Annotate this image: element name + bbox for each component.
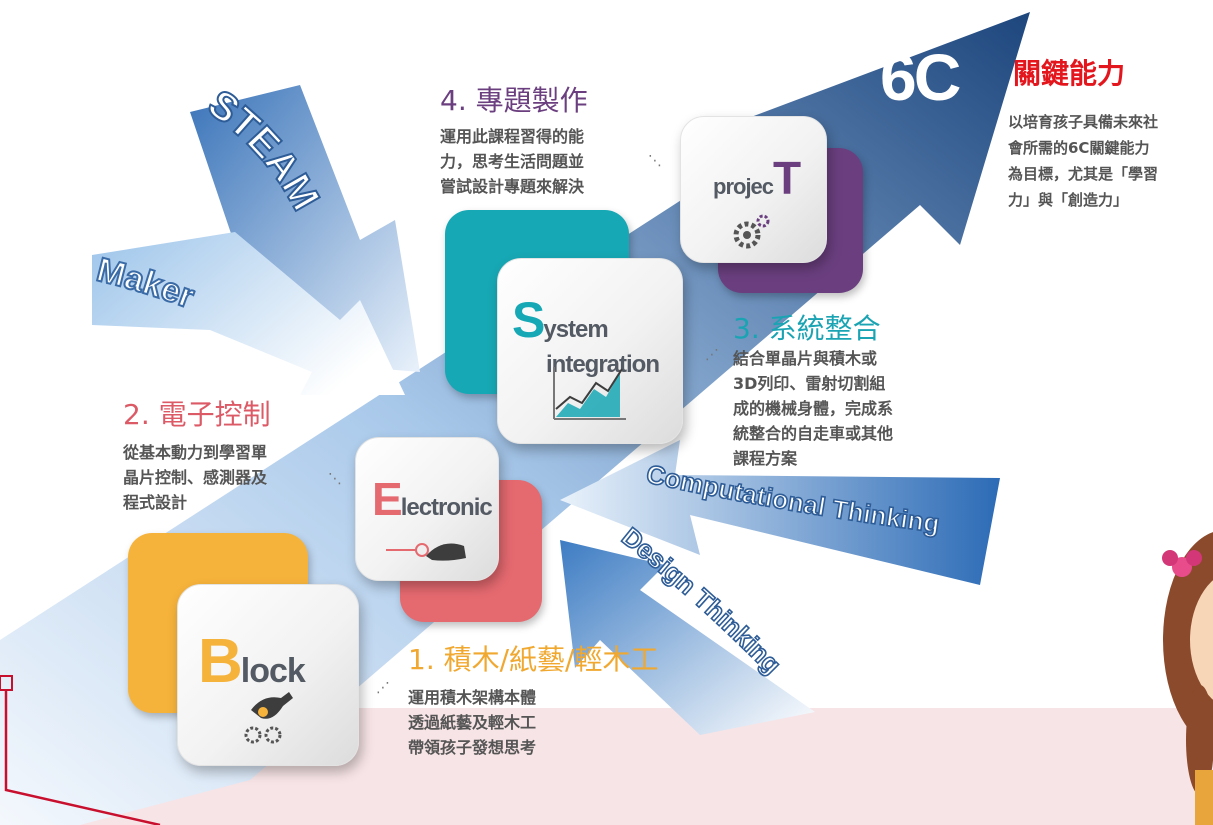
six-c-label: 6C	[880, 40, 960, 114]
steam-arrow	[190, 85, 420, 372]
step2-description: 從基本動力到學習單 晶片控制、感測器及 程式設計	[123, 440, 267, 515]
system-tile: System integration	[497, 258, 683, 444]
system-initial: S	[512, 292, 545, 348]
goal-line: 力」與「創造力」	[1008, 191, 1129, 209]
electronic-tile-word: Electronic	[372, 468, 493, 530]
step4-line: 嘗試設計專題來解決	[440, 177, 585, 196]
step4-dots: ⋱	[648, 153, 664, 169]
step4-line: 運用此課程習得的能	[440, 127, 585, 146]
red-frame-tab	[0, 675, 13, 691]
electronic-word-rest: lectronic	[400, 494, 493, 521]
goal-line: 為目標，尤其是「學習	[1008, 165, 1159, 183]
step1-heading: 1. 積木/紙藝/輕木工	[408, 643, 659, 676]
step1-line: 帶領孩子發想思考	[408, 738, 537, 757]
block-initial: B	[198, 627, 243, 696]
step2-dots: ⋱	[328, 471, 344, 487]
red-frame-line	[4, 690, 161, 825]
design-thinking-arrow	[560, 540, 815, 735]
goal-description: 以培育孩子具備未來社 會所需的6C關鍵能力 為目標，尤其是「學習 力」與「創造力…	[1008, 109, 1158, 213]
step3-description: 結合單晶片與積木或 3D列印、雷射切割組 成的機械身體，完成系 統整合的自走車或…	[733, 346, 893, 471]
maker-arrow	[92, 232, 405, 395]
step3-dots: ⋰	[705, 347, 721, 363]
step1-description: 運用積木架構本體 透過紙藝及輕木工 帶領孩子發想思考	[408, 685, 536, 760]
step1-line: 運用積木架構本體	[408, 688, 537, 707]
computational-thinking-arrow	[560, 440, 1000, 585]
step4-description: 運用此課程習得的能 力，思考生活問題並 嘗試設計專題來解決	[440, 124, 584, 199]
goal-title: 關鍵能力	[1013, 57, 1126, 90]
step3-line: 統整合的自走車或其他	[733, 424, 894, 443]
project-tile: projecT	[680, 116, 827, 263]
system-word-rest: ystem	[543, 316, 608, 343]
step1-line: 透過紙藝及輕木工	[408, 713, 537, 732]
step3-line: 結合單晶片與積木或	[733, 349, 878, 368]
goal-line: 以培育孩子具備未來社	[1008, 113, 1159, 131]
step2-line: 從基本動力到學習單	[123, 443, 268, 462]
step3-line: 課程方案	[733, 449, 798, 468]
girl-character-illustration	[1162, 532, 1213, 825]
step1-dots: ⋰	[376, 680, 392, 696]
electronic-tile: Electronic	[355, 437, 499, 581]
block-tile: Block	[177, 584, 359, 766]
line-chart-icon	[553, 367, 626, 420]
step2-line: 程式設計	[123, 493, 188, 512]
project-initial: T	[773, 152, 801, 204]
electronic-initial: E	[372, 473, 403, 525]
step4-heading: 4. 專題製作	[440, 84, 588, 117]
step4-line: 力，思考生活問題並	[440, 152, 585, 171]
hand-with-circuit-icon	[386, 543, 466, 561]
system-word-second: integration	[546, 351, 660, 378]
goal-line: 會所需的6C關鍵能力	[1008, 139, 1150, 157]
hand-with-gears-icon	[244, 692, 293, 744]
step2-line: 晶片控制、感測器及	[123, 468, 268, 487]
step3-line: 3D列印、雷射切割組	[733, 374, 886, 393]
step3-heading: 3. 系統整合	[733, 312, 881, 345]
block-tile-word: Block	[198, 631, 306, 693]
block-word-rest: lock	[240, 652, 306, 690]
system-tile-word: System integration	[512, 289, 660, 379]
gear-icon	[733, 214, 770, 249]
step3-line: 成的機械身體，完成系	[733, 399, 894, 418]
project-tile-word: projecT	[713, 147, 801, 209]
step2-heading: 2. 電子控制	[123, 398, 271, 431]
project-word-prefix: projec	[713, 174, 774, 199]
